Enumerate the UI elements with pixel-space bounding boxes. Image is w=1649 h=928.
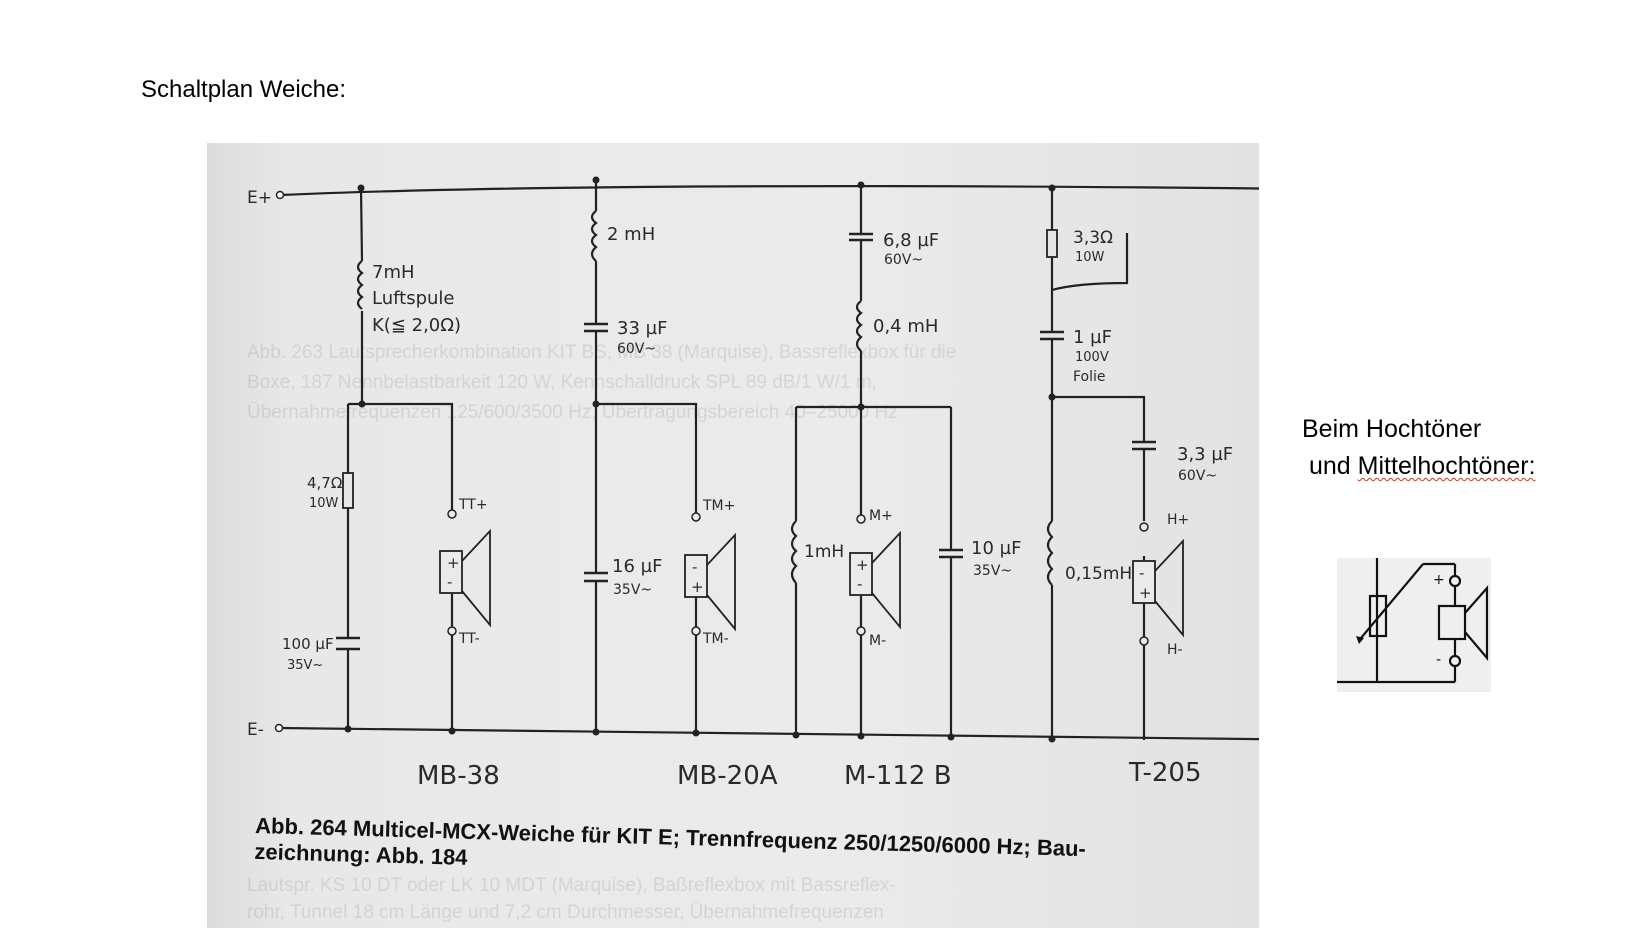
svg-text:+: + <box>447 554 460 572</box>
capacitor-1uf: 1 µF 100V Folie <box>1040 327 1112 385</box>
side-note: Beim Hochtöner und Mittelhochtöner: <box>1302 411 1536 485</box>
terminal-e-plus: E+ <box>247 188 285 208</box>
svg-text:60V~: 60V~ <box>1178 468 1217 484</box>
svg-text:60V~: 60V~ <box>884 252 923 268</box>
symbol-minus-label: - <box>1436 652 1441 668</box>
inductor-0-15mh: 0,15mH <box>1046 520 1132 586</box>
svg-text:33 µF: 33 µF <box>617 318 667 339</box>
svg-text:H-: H- <box>1167 642 1183 658</box>
svg-text:H+: H+ <box>1167 512 1189 528</box>
svg-text:zeichnung: Abb. 184: zeichnung: Abb. 184 <box>254 839 468 870</box>
svg-text:10 µF: 10 µF <box>971 538 1021 559</box>
svg-text:35V~: 35V~ <box>973 563 1012 579</box>
svg-text:4,7Ω: 4,7Ω <box>307 474 342 492</box>
svg-text:1mH: 1mH <box>804 542 844 562</box>
svg-text:3,3 µF: 3,3 µF <box>1177 444 1233 465</box>
bleed-through-text: Abb. 263 Lautsprecherkombination KIT BS,… <box>247 342 956 923</box>
svg-text:Luftspule: Luftspule <box>372 288 455 309</box>
schematic-photo: Abb. 263 Lautsprecherkombination KIT BS,… <box>207 143 1259 928</box>
resistor-4-7-ohm: 4,7Ω 10W <box>307 472 354 511</box>
driver-name-t-205: T-205 <box>1128 758 1202 788</box>
capacitor-100uf: 100 µF 35V~ <box>282 635 360 673</box>
svg-text:35V~: 35V~ <box>287 658 323 673</box>
svg-text:1 µF: 1 µF <box>1073 327 1112 348</box>
svg-text:TM-: TM- <box>702 631 729 647</box>
svg-text:M-: M- <box>869 633 886 649</box>
svg-text:Folie: Folie <box>1073 369 1106 385</box>
inductor-0-4mh: 0,4 mH <box>855 300 938 352</box>
side-note-line-2: und Mittelhochtöner: <box>1309 452 1536 480</box>
paper-background <box>207 143 1259 928</box>
inductor-2mh: 2 mH <box>590 210 655 262</box>
terminal-e-minus: E- <box>247 720 284 740</box>
capacitor-3-3uf: 3,3 µF 60V~ <box>1132 440 1233 484</box>
svg-text:E-: E- <box>247 720 264 740</box>
driver-name-mb-20a: MB-20A <box>677 761 778 791</box>
junction-dots <box>344 176 1056 743</box>
svg-text:M+: M+ <box>869 508 893 524</box>
svg-text:0,15mH: 0,15mH <box>1065 564 1132 584</box>
svg-text:E+: E+ <box>247 188 272 208</box>
svg-text:2 mH: 2 mH <box>607 224 655 245</box>
resistor-3-3-ohm: 3,3Ω 10W <box>1046 228 1113 265</box>
svg-text:6,8 µF: 6,8 µF <box>883 230 939 251</box>
svg-text:+: + <box>691 578 704 596</box>
svg-text:Übernahmefrequenzen 125/600/35: Übernahmefrequenzen 125/600/3500 Hz, Übe… <box>247 402 898 423</box>
driver-mb-20a: - + TM+ TM- <box>684 498 736 647</box>
svg-text:7mH: 7mH <box>372 262 415 283</box>
driver-t-205: - + H+ H- <box>1132 512 1189 658</box>
svg-text:100V: 100V <box>1075 350 1109 365</box>
svg-text:100 µF: 100 µF <box>282 635 334 653</box>
inductor-7mh: 7mH Luftspule K(≦ 2,0Ω) <box>356 260 461 336</box>
svg-text:10W: 10W <box>309 496 339 511</box>
capacitor-33uf: 33 µF 60V~ <box>584 318 667 357</box>
svg-text:Boxe, 187 Nennbelastbarkeit 12: Boxe, 187 Nennbelastbarkeit 120 W, Kenns… <box>247 372 877 393</box>
driver-mb-38: + - TT+ TT- <box>439 497 491 647</box>
svg-text:60V~: 60V~ <box>617 341 656 357</box>
capacitor-16uf: 16 µF 35V~ <box>584 556 662 598</box>
capacitor-10uf: 10 µF 35V~ <box>939 538 1021 579</box>
driver-name-mb-38: MB-38 <box>417 761 500 791</box>
page-title: Schaltplan Weiche: <box>141 76 347 103</box>
svg-text:rohr, Tunnel 18 cm Länge und 7: rohr, Tunnel 18 cm Länge und 7,2 cm Durc… <box>247 902 884 923</box>
svg-text:Abb. 263 Lautsprecherkombinati: Abb. 263 Lautsprecherkombination KIT BS,… <box>247 342 956 363</box>
spellcheck-underlined-word: Mittelhochtöner: <box>1357 452 1536 480</box>
svg-text:16 µF: 16 µF <box>612 556 662 577</box>
svg-text:Lautspr. KS 10 DT oder LK 10 M: Lautspr. KS 10 DT oder LK 10 MDT (Marqui… <box>247 875 896 896</box>
svg-text:TT-: TT- <box>458 631 480 647</box>
inductor-1mh: 1mH <box>790 520 844 584</box>
driver-m-112b: + - M+ M- <box>849 508 901 649</box>
svg-text:+: + <box>856 556 869 574</box>
svg-text:-: - <box>692 558 697 576</box>
polarity-symbol: + - <box>1337 558 1491 692</box>
svg-text:+: + <box>1139 584 1152 602</box>
svg-text:-: - <box>857 575 862 593</box>
svg-text:TT+: TT+ <box>458 497 488 513</box>
svg-text:K(≦ 2,0Ω): K(≦ 2,0Ω) <box>372 315 461 336</box>
svg-text:35V~: 35V~ <box>613 582 652 598</box>
svg-text:-: - <box>1139 564 1144 582</box>
capacitor-6-8uf: 6,8 µF 60V~ <box>849 230 939 268</box>
side-note-line-1: Beim Hochtöner <box>1302 415 1482 443</box>
svg-text:10W: 10W <box>1075 250 1105 265</box>
symbol-plus-label: + <box>1433 572 1445 588</box>
svg-text:-: - <box>447 573 452 591</box>
svg-text:3,3Ω: 3,3Ω <box>1073 228 1113 248</box>
driver-name-m-112b: M-112 B <box>844 761 952 791</box>
svg-text:0,4 mH: 0,4 mH <box>873 316 938 337</box>
svg-text:TM+: TM+ <box>702 498 735 514</box>
